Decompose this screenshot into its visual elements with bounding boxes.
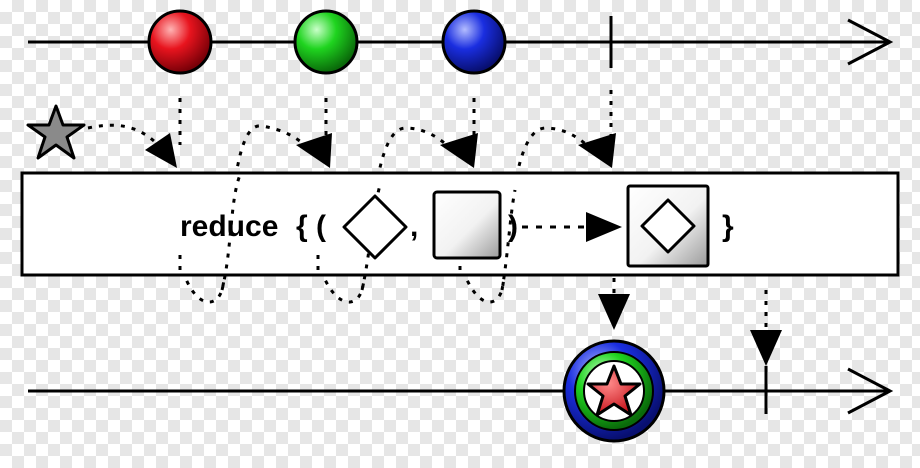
- output-marble: [562, 339, 666, 443]
- operator-comma: ,: [410, 210, 418, 243]
- value-square-icon: [432, 190, 502, 260]
- output-connectors: [598, 278, 782, 366]
- result-diamond-icon: [640, 198, 696, 254]
- operator-keyword: reduce: [180, 210, 278, 243]
- red-marble: [147, 9, 213, 75]
- seed-star-icon: [26, 104, 86, 160]
- accumulator-diamond-icon: [342, 194, 408, 260]
- result-arrowhead: [586, 212, 622, 242]
- blue-marble: [441, 9, 507, 75]
- operator-open: { (: [296, 210, 326, 243]
- output-timeline: [28, 366, 894, 415]
- input-marbles: [147, 9, 507, 75]
- output-star-icon: [586, 364, 642, 417]
- operator-close-brace: }: [722, 210, 734, 243]
- input-arrowheads: [145, 133, 616, 168]
- operator-close-paren: ): [508, 210, 518, 243]
- green-marble: [293, 9, 359, 75]
